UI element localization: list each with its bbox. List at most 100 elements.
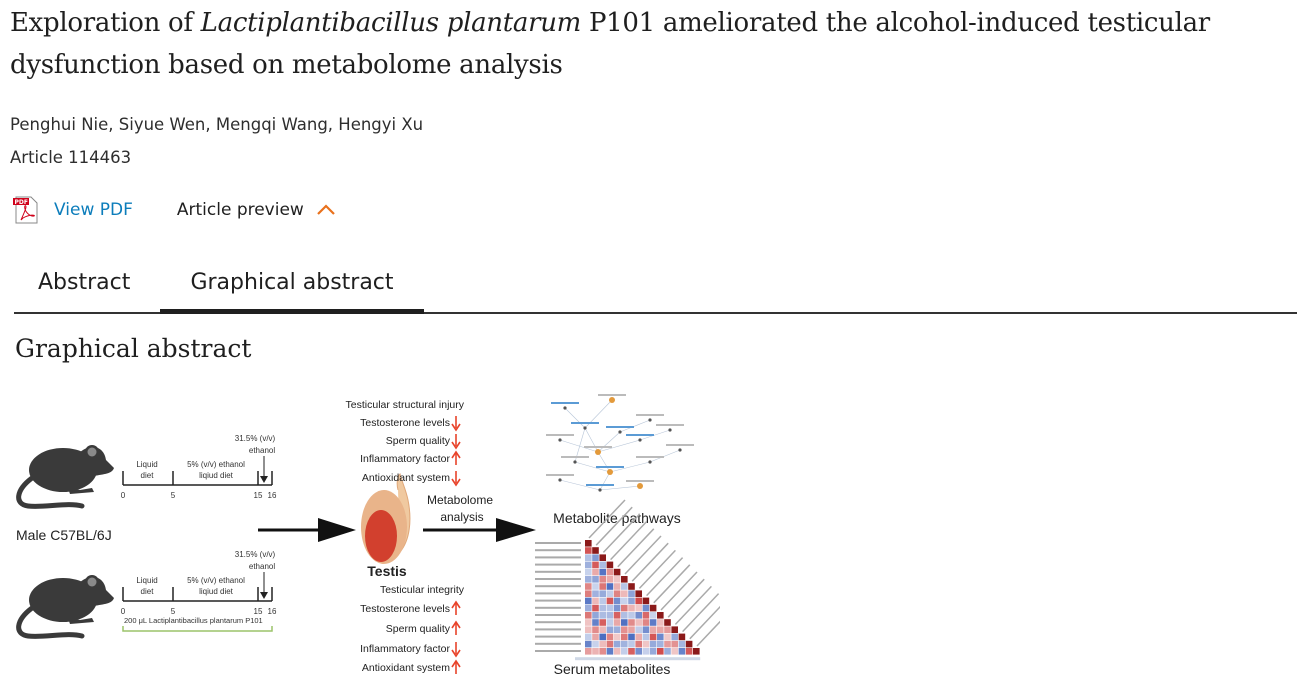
heatmap-cell [585,633,592,641]
article-preview-label: Article preview [176,200,304,220]
heatmap-cell [585,568,592,576]
heatmap-cell [642,612,650,619]
effect-label: Testosterone levels [360,417,450,429]
heatmap-cell [685,648,693,655]
heatmap-cell [642,626,650,633]
heatmap-cell [649,640,657,648]
heatmap-cell [671,633,678,641]
network-node [563,406,567,410]
ethanol-diet-label: 5% (v/v) ethanol [187,460,245,469]
heatmap-cell [585,640,592,648]
heatmap-cell [642,640,650,648]
view-pdf-link[interactable]: PDF View PDF [12,195,133,225]
pdf-icon: PDF [13,196,38,224]
heatmap-cell [657,612,664,619]
heatmap-cell [678,648,686,655]
heatmap-cell [635,590,642,597]
title-text-rest: P101 ameliorated the alcohol-induced tes… [10,8,1210,80]
heatmap-cell [599,583,606,590]
arrow-up-icon [451,620,461,635]
article-preview-toggle[interactable]: Article preview [177,200,336,220]
heatmap-row-label [535,549,581,552]
arrow-down-icon [451,471,461,487]
heatmap-cell [621,633,628,641]
network-node-label [571,422,599,424]
network-edge [619,419,651,433]
heatmap-cell [621,597,628,605]
network-node [573,460,577,464]
article-title[interactable]: Exploration of Lactiplantibacillus plant… [10,2,1260,86]
heatmap-cell [613,604,621,612]
heatmap-cell [606,619,614,626]
timeline-tick-label: 0 [121,607,126,616]
network-edge [599,471,611,491]
heatmap-cell [621,626,628,633]
heatmap-col-label [674,585,712,625]
heatmap-cell [635,633,642,641]
timeline-tick-label: 15 [254,607,263,616]
heatmap-cell [585,626,592,633]
heatmap-cell [657,633,664,641]
heatmap-row-label [535,642,581,645]
tab-graphical-abstract[interactable]: Graphical abstract [160,270,424,314]
network-node-label [598,394,626,396]
heatmap-cell [592,619,599,626]
heatmap-row-label [535,578,581,580]
heatmap-cell [592,633,599,641]
effect-label: Sperm quality [386,623,451,635]
metabolome-label-1: Metabolome [427,493,493,507]
heatmap-cell [599,561,606,569]
heatmap-cell [664,633,671,641]
network-node [618,430,622,434]
heatmap-row-label [535,614,581,616]
effect-label: Testicular structural injury [346,399,465,411]
network-node [598,488,602,492]
heatmap-cell [635,612,642,619]
heatmap-cell [599,640,606,648]
tab-abstract[interactable]: Abstract [38,270,131,295]
tab-bar: Abstract Graphical abstract [14,262,1297,314]
liquid-diet-label: Liquid [136,576,157,585]
heatmap-cell [585,554,592,561]
ethanol-diet-label: liqiud diet [199,471,234,480]
serum-label: Serum metabolites [554,661,671,677]
testis-illustration [361,473,411,564]
heatmap-cell [657,626,664,633]
network-node [638,438,642,442]
serum-metabolite-correlation-heatmap [535,499,734,661]
network-edge [649,449,681,463]
network-node [595,449,601,455]
heatmap-cell [592,648,599,655]
network-node [678,448,682,452]
heatmap-cell [585,597,592,605]
arrow-to-metabolome [423,518,536,542]
heatmap-cell [592,568,599,576]
network-node-label [546,474,574,476]
network-node-label [626,480,654,482]
arrow-up-icon [451,450,461,465]
network-edge [599,485,641,491]
network-edge [609,461,651,473]
heatmap-cell [628,633,635,641]
heatmap-cell [657,640,664,648]
heatmap-row-label [535,628,581,631]
heatmap-cell [599,626,606,633]
heatmap-cell [606,590,614,597]
heatmap-cell [585,590,592,597]
heatmap-cell [693,648,700,655]
heatmap-col-label [631,542,669,582]
network-edge [559,439,599,453]
ethanol-gavage-label: ethanol [249,562,275,571]
mouse-icon [19,445,114,506]
section-heading: Graphical abstract [15,334,252,363]
heatmap-cell [649,633,657,641]
heatmap-cell [613,568,621,576]
heatmap-cell [599,619,606,626]
effect-label: Antioxidant system [362,472,450,484]
effect-label: Testicular integrity [380,584,465,596]
heatmap-cell [606,626,614,633]
liquid-diet-label: diet [141,587,155,596]
network-node-label [666,444,694,446]
heatmap-cell [606,576,614,583]
heatmap-cell [642,604,650,612]
